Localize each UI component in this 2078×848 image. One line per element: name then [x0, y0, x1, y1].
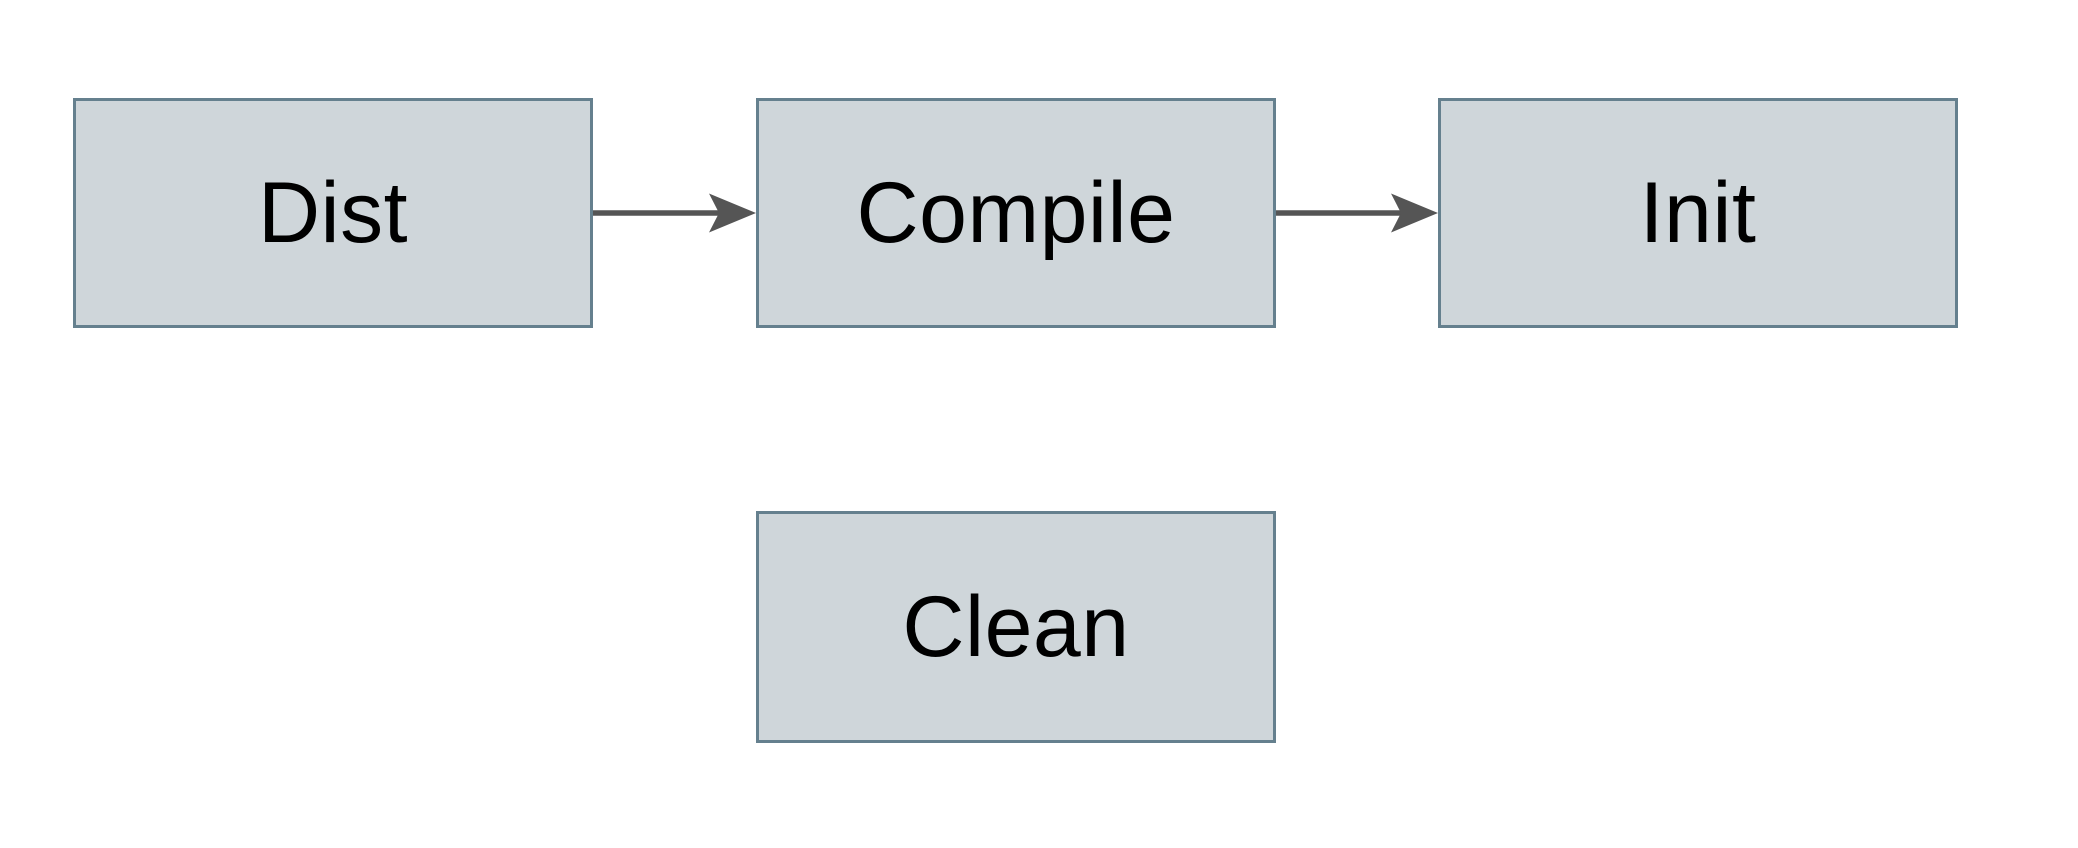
arrow-compile-to-init[interactable] — [1276, 193, 1438, 233]
arrow-dist-to-compile[interactable] — [593, 193, 756, 233]
node-clean[interactable]: Clean — [756, 511, 1276, 743]
node-compile[interactable]: Compile — [756, 98, 1276, 328]
node-compile-label: Compile — [856, 165, 1176, 261]
node-dist[interactable]: Dist — [73, 98, 593, 328]
node-clean-label: Clean — [902, 579, 1130, 675]
node-init[interactable]: Init — [1438, 98, 1958, 328]
node-dist-label: Dist — [257, 165, 409, 261]
node-init-label: Init — [1639, 165, 1757, 261]
